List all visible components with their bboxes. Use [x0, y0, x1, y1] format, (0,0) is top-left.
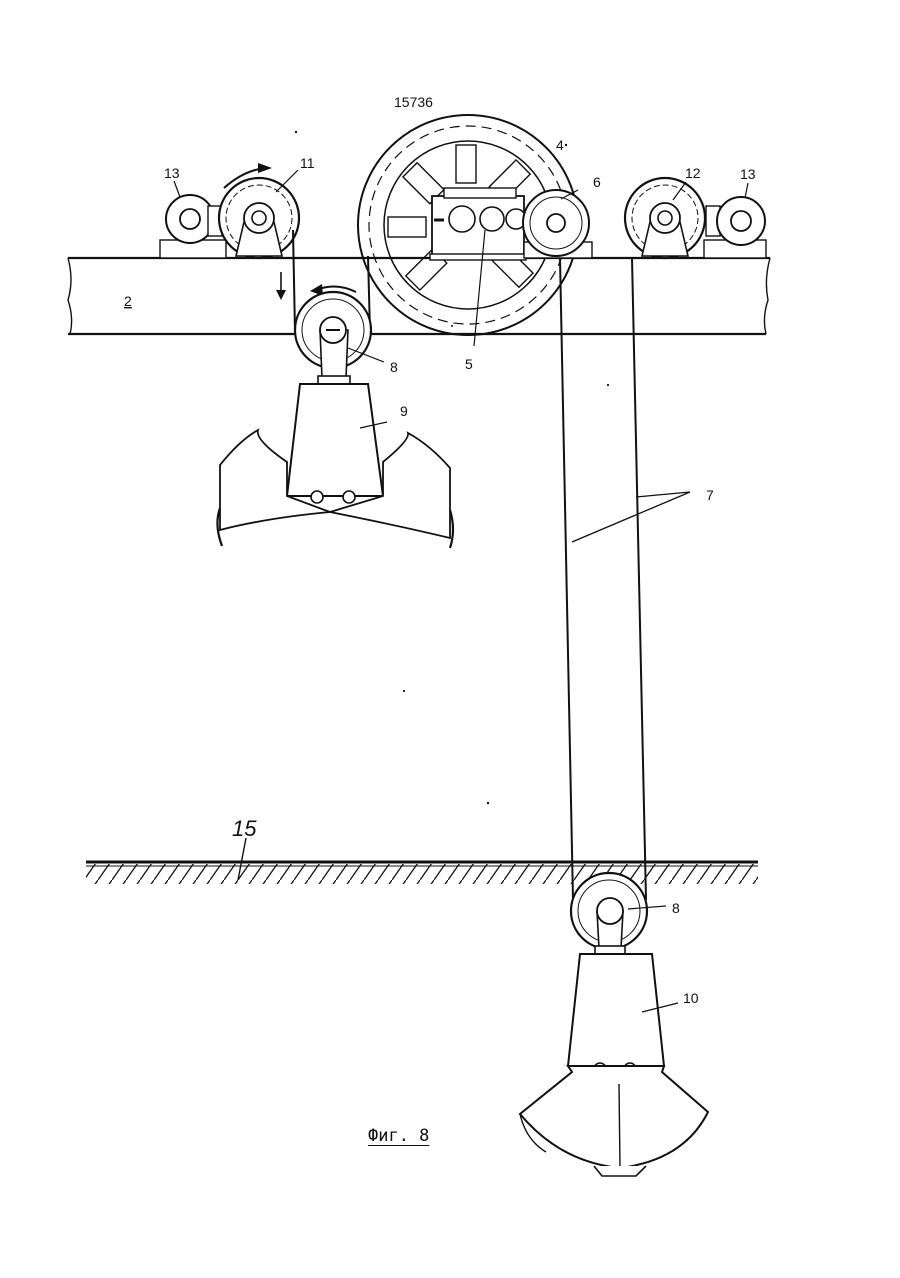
label-4: 4 — [556, 137, 564, 153]
label-7: 7 — [706, 487, 714, 503]
label-5: 5 — [465, 356, 473, 372]
grab-9 — [217, 384, 453, 548]
label-10: 10 — [683, 990, 699, 1006]
grab-10 — [520, 954, 708, 1176]
label-15: 15 — [232, 816, 257, 841]
gearbox — [430, 188, 526, 346]
pulley-6 — [523, 190, 592, 258]
label-2: 2 — [124, 293, 132, 309]
label-8-lower: 8 — [672, 900, 680, 916]
motor-right — [704, 183, 766, 258]
ground-line — [86, 838, 758, 884]
lower-block-8 — [571, 873, 666, 954]
document-number: 15736 — [394, 94, 433, 110]
label-9: 9 — [400, 403, 408, 419]
label-13-left: 13 — [164, 165, 180, 181]
label-6: 6 — [593, 174, 601, 190]
motor-left — [160, 181, 226, 258]
label-12: 12 — [685, 165, 701, 181]
label-13-right: 13 — [740, 166, 756, 182]
figure-caption: Фиг. 8 — [368, 1126, 429, 1146]
label-7-leaders — [572, 492, 690, 542]
label-8-upper: 8 — [390, 359, 398, 375]
sheave-11 — [219, 163, 299, 258]
label-11: 11 — [300, 155, 315, 171]
upper-block-8 — [295, 292, 384, 384]
sheave-12 — [625, 178, 705, 258]
